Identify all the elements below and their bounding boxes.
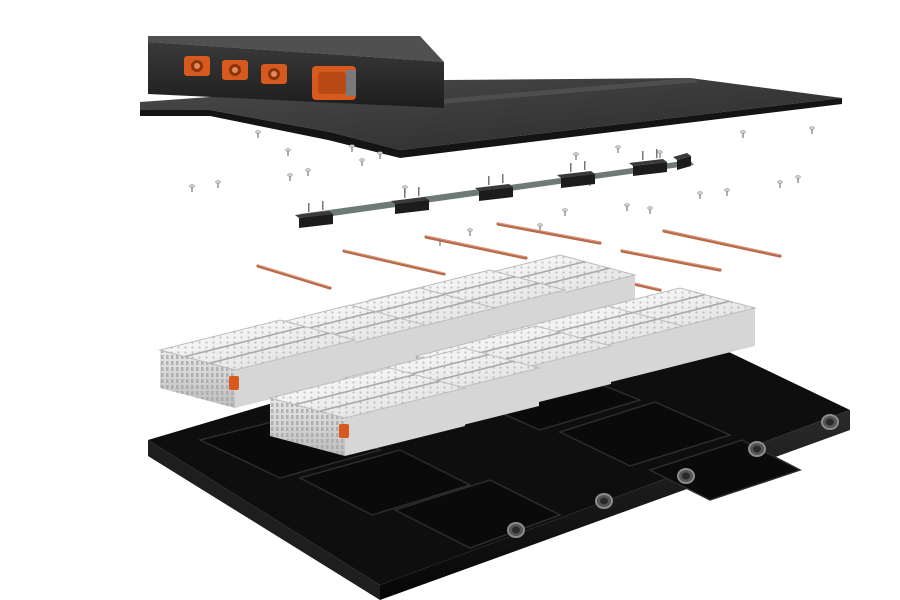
tray-compartment	[393, 479, 562, 549]
screw-icon	[562, 208, 568, 216]
bms-nodes	[295, 149, 691, 228]
screw-icon	[189, 184, 195, 192]
cover-box-front	[148, 42, 444, 108]
screw-icon	[537, 223, 543, 231]
screw-icon	[285, 148, 291, 156]
hv-connectors	[184, 56, 356, 100]
screw-icon	[740, 130, 746, 138]
battery-module	[158, 319, 357, 408]
screw-icon	[777, 180, 783, 188]
screw-icon	[573, 152, 579, 160]
busbar	[256, 264, 332, 290]
screw-icon	[215, 180, 221, 188]
module-side	[345, 388, 465, 456]
screw-icon	[697, 191, 703, 199]
bms-node	[475, 174, 513, 201]
module-side	[235, 340, 355, 408]
busbar	[424, 235, 528, 260]
busbar	[496, 222, 602, 245]
screw-icon	[615, 145, 621, 153]
bms-rail	[295, 149, 694, 228]
screw-icon	[255, 130, 261, 138]
module-terminal	[339, 424, 349, 438]
module-terminal	[229, 376, 239, 390]
screw-icon	[795, 175, 801, 183]
bms-node	[295, 201, 333, 228]
top-cover	[140, 36, 842, 158]
connector-icon	[261, 64, 287, 84]
screw-icon	[647, 206, 653, 214]
screw-icon	[467, 228, 473, 236]
battery-modules	[158, 254, 757, 456]
battery-module	[268, 367, 467, 456]
screw-icon	[349, 144, 355, 152]
cover-plate-edge	[140, 98, 842, 158]
tray-rim	[148, 300, 850, 585]
bms-node	[673, 153, 691, 170]
main-connector-icon	[312, 66, 356, 100]
cover-box-top-face	[148, 36, 444, 62]
tray-compartment	[297, 449, 473, 516]
screw-icon	[624, 203, 630, 211]
busbar	[662, 229, 782, 258]
screw-icon	[359, 158, 365, 166]
connector-icon	[222, 60, 248, 80]
screw-icon	[724, 188, 730, 196]
connector-icon	[184, 56, 210, 76]
tray-ports	[507, 414, 839, 538]
screw-icon	[809, 126, 815, 134]
tray-side-front	[148, 440, 380, 600]
busbar	[620, 249, 722, 272]
screw-icon	[287, 173, 293, 181]
fasteners	[189, 126, 815, 246]
screw-icon	[377, 151, 383, 159]
cover-groove	[430, 78, 700, 104]
busbar	[342, 249, 446, 276]
bms-node	[557, 161, 595, 188]
bms-node	[629, 149, 667, 176]
screw-icon	[657, 150, 663, 158]
bms-node	[391, 187, 429, 214]
screw-icon	[305, 168, 311, 176]
tray-compartment	[557, 401, 733, 467]
